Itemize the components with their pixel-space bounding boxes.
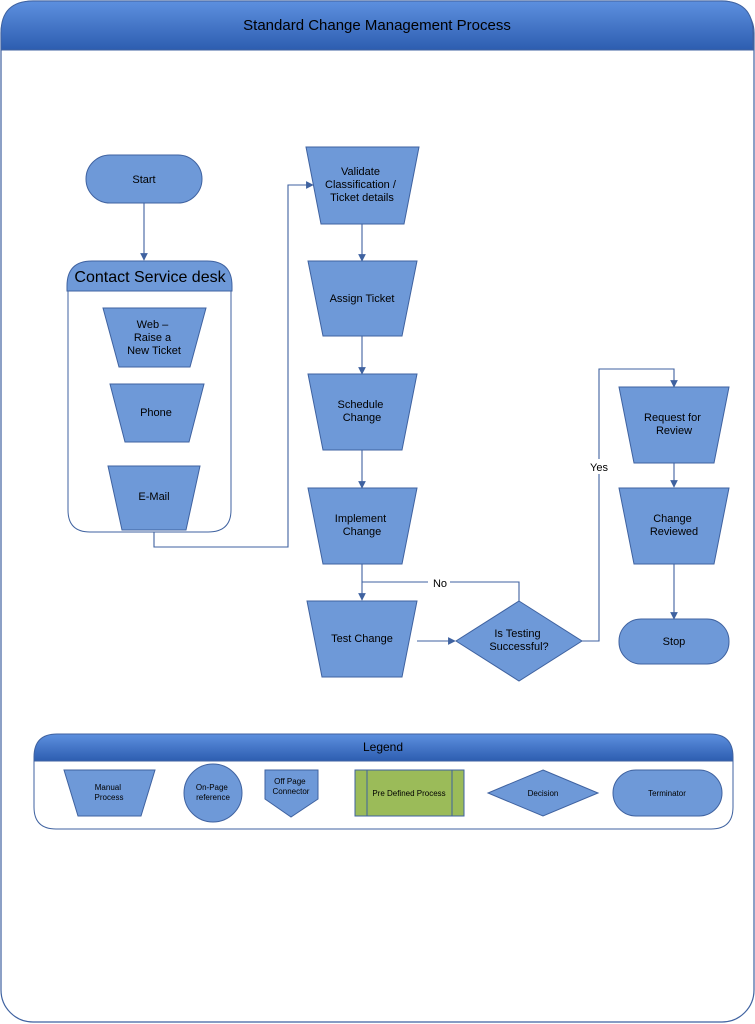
contact-group-title: Contact Service desk — [74, 269, 226, 286]
validate-manual-process: Validate Classification / Ticket details — [305, 146, 420, 225]
decision-yes-label: Yes — [590, 462, 608, 474]
connector-decision-no — [362, 581, 520, 601]
decision-label: Is Testing Successful? — [489, 628, 548, 653]
email-label: E-Mail — [138, 491, 169, 503]
legend-title: Legend — [363, 740, 403, 754]
testing-successful-decision: Is Testing Successful? — [455, 600, 583, 682]
legend-manual-label: Manual Process — [95, 783, 124, 802]
email-manual-process: E-Mail — [107, 465, 201, 531]
page-title: Standard Change Management Process — [243, 17, 511, 34]
change-reviewed-label: Change Reviewed — [650, 513, 698, 538]
stop-label: Stop — [663, 636, 686, 648]
decision-no-label: No — [433, 578, 447, 590]
title-bar — [0, 0, 754, 51]
connectors — [140, 181, 678, 645]
test-change-label: Test Change — [331, 633, 393, 645]
change-reviewed-manual-process: Change Reviewed — [618, 487, 730, 565]
connector-decision-yes — [582, 368, 678, 642]
request-review-label: Request for Review — [644, 412, 704, 437]
phone-label: Phone — [140, 407, 172, 419]
test-change-manual-process: Test Change — [306, 600, 418, 678]
start-terminator: Start — [85, 154, 203, 204]
legend-decision-label: Decision — [528, 789, 559, 798]
schedule-change-manual-process: Schedule Change — [307, 373, 418, 451]
connector-contact-to-validate — [153, 181, 314, 548]
legend-terminator-label: Terminator — [648, 789, 686, 798]
schedule-change-label: Schedule Change — [338, 399, 387, 424]
legend-predefined-label: Pre Defined Process — [372, 789, 445, 798]
stop-terminator: Stop — [618, 618, 730, 665]
contact-service-desk-group: Contact Service desk Web – Raise a New T… — [66, 260, 233, 533]
implement-change-manual-process: Implement Change — [307, 487, 418, 565]
assign-ticket-label: Assign Ticket — [330, 293, 395, 305]
legend-terminator: Terminator — [612, 769, 723, 817]
implement-change-label: Implement Change — [335, 513, 389, 538]
legend-manual-process: Manual Process — [63, 769, 156, 817]
legend-off-page-connector: Off Page Connector — [264, 769, 319, 818]
web-ticket-manual-process: Web – Raise a New Ticket — [102, 307, 207, 368]
web-ticket-label: Web – Raise a New Ticket — [127, 319, 181, 357]
legend-onpage-label: On-Page reference — [196, 783, 231, 802]
validate-label: Validate Classification / Ticket details — [325, 166, 399, 204]
legend-panel: Legend Manual Process On-Page reference … — [33, 733, 734, 830]
assign-ticket-manual-process: Assign Ticket — [307, 260, 418, 337]
legend-predefined-process: Pre Defined Process — [354, 769, 465, 817]
start-label: Start — [132, 174, 155, 186]
phone-manual-process: Phone — [109, 383, 205, 443]
legend-on-page-reference: On-Page reference — [183, 763, 243, 823]
legend-decision: Decision — [486, 769, 600, 817]
legend-offpage-label: Off Page Connector — [273, 777, 310, 796]
request-review-manual-process: Request for Review — [618, 386, 730, 464]
